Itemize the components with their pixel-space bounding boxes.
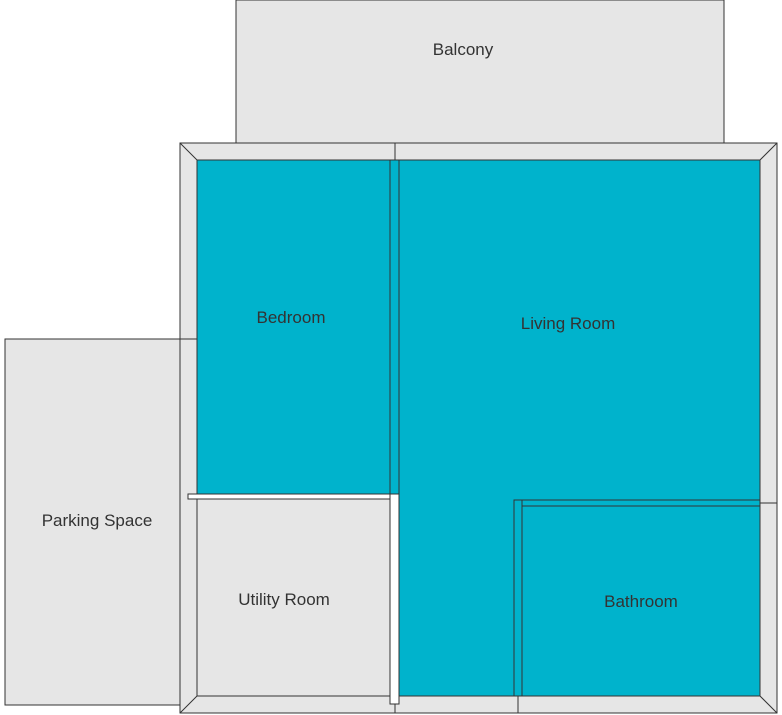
utility-right-wall [389, 493, 400, 705]
parking-space-label: Parking Space [42, 511, 153, 530]
bedroom-living-wall [389, 159, 400, 496]
parking-space-area [4, 338, 181, 706]
bathroom-label: Bathroom [604, 592, 678, 611]
utility-room-label: Utility Room [238, 590, 330, 609]
utility-top-wall [187, 493, 400, 500]
balcony-area [235, 0, 725, 161]
balcony-label: Balcony [433, 40, 494, 59]
bathroom-top-wall [513, 499, 761, 507]
bathroom-room [521, 505, 761, 697]
bedroom-label: Bedroom [257, 308, 326, 327]
utility-room-room [196, 498, 391, 697]
living-room-label: Living Room [521, 314, 616, 333]
bathroom-left-wall [513, 499, 523, 697]
bedroom-room [196, 159, 391, 496]
